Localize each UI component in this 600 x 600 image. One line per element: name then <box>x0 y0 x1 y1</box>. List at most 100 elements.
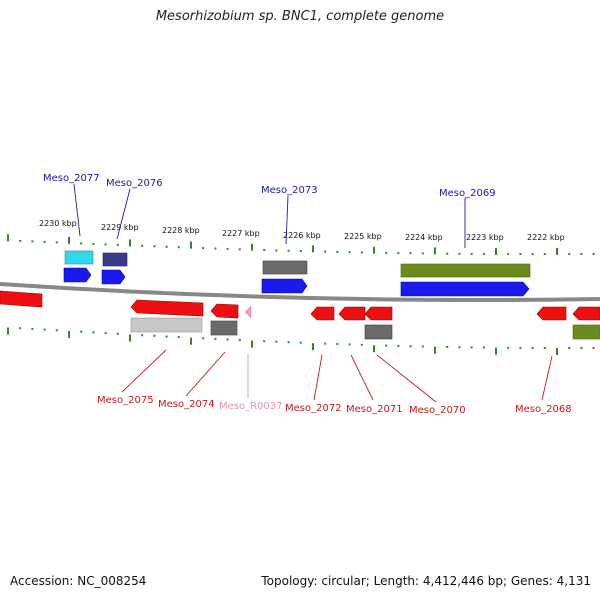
gene-label-meso-r0037[interactable]: Meso_R0037 <box>219 401 283 412</box>
top-gene-labels: Meso_2077 Meso_2076 Meso_2073 Meso_2069 <box>43 173 496 199</box>
gene-label-meso-2070[interactable]: Meso_2070 <box>409 405 466 416</box>
minor-tick <box>507 253 510 255</box>
minor-tick <box>543 253 546 255</box>
major-tick <box>7 234 9 242</box>
gene-label-meso-2076[interactable]: Meso_2076 <box>106 178 163 189</box>
minor-tick <box>263 249 266 251</box>
minor-tick <box>287 341 290 344</box>
rna-meso-r0037[interactable] <box>244 305 252 319</box>
bottom-gene-labels: Meso_2075 Meso_2074 Meso_R0037 Meso_2072… <box>97 395 572 416</box>
minor-tick <box>214 247 217 250</box>
scale-label-2226: 2226 kbp <box>283 231 321 240</box>
minor-tick <box>458 252 461 255</box>
minor-tick <box>214 337 217 340</box>
accession-text: Accession: NC_008254 <box>10 574 147 588</box>
gene-label-meso-2072[interactable]: Meso_2072 <box>285 403 342 414</box>
minor-tick <box>177 246 180 249</box>
minor-tick <box>543 347 546 349</box>
cog-box-meso-2075[interactable] <box>130 317 203 333</box>
cds-reverse-meso-2070[interactable] <box>364 306 393 321</box>
cog-box-meso-2073[interactable] <box>262 260 308 275</box>
minor-tick <box>531 346 534 349</box>
scale-label-2222: 2222 kbp <box>527 233 565 242</box>
minor-tick <box>470 346 473 349</box>
minor-tick <box>263 340 266 343</box>
major-tick <box>129 239 131 247</box>
cds-reverse-meso-2071[interactable] <box>338 306 366 321</box>
gene-label-meso-2068[interactable]: Meso_2068 <box>515 404 572 415</box>
major-tick <box>495 347 497 355</box>
minor-tick <box>360 251 363 254</box>
cds-forward-meso-2077[interactable] <box>63 267 92 283</box>
reverse-cog-track <box>130 317 600 340</box>
scale-label-2230: 2230 kbp <box>39 219 77 228</box>
major-tick <box>251 243 253 251</box>
minor-tick <box>397 252 400 255</box>
minor-tick <box>421 345 424 348</box>
cds-forward-meso-2076[interactable] <box>101 269 126 285</box>
minor-tick <box>116 243 119 246</box>
minor-tick <box>531 253 534 255</box>
cog-box-meso-2070[interactable] <box>364 324 393 340</box>
minor-tick <box>470 252 473 255</box>
scale-label-2228: 2228 kbp <box>162 226 200 235</box>
minor-tick <box>385 344 388 347</box>
scale-label-2225: 2225 kbp <box>344 232 382 241</box>
minor-tick <box>446 252 449 255</box>
cds-reverse-meso-2072[interactable] <box>310 306 335 321</box>
major-tick <box>556 248 558 255</box>
major-tick <box>556 348 558 355</box>
cds-reverse-meso-2068[interactable] <box>536 306 567 321</box>
minor-tick <box>568 253 571 255</box>
major-tick <box>312 343 314 351</box>
cds-reverse-meso-2075[interactable] <box>130 299 204 317</box>
minor-tick <box>177 336 180 339</box>
minor-tick <box>409 345 412 348</box>
minor-tick <box>482 346 485 349</box>
cds-reverse-right-edge[interactable] <box>572 306 600 321</box>
cog-box-meso-2076[interactable] <box>102 252 128 267</box>
tick-row-top <box>7 234 595 255</box>
minor-tick <box>43 240 46 243</box>
cds-forward-meso-2073[interactable] <box>261 278 308 294</box>
major-tick <box>7 327 9 335</box>
major-tick <box>495 248 497 255</box>
cds-reverse-meso-2074[interactable] <box>210 303 239 319</box>
bottom-leader-lines <box>121 349 553 403</box>
minor-tick <box>299 341 302 344</box>
gene-label-meso-2074[interactable]: Meso_2074 <box>158 399 215 410</box>
minor-tick <box>409 252 412 255</box>
gene-label-meso-2073[interactable]: Meso_2073 <box>261 185 318 196</box>
minor-tick <box>421 252 424 255</box>
gene-label-meso-2069[interactable]: Meso_2069 <box>439 188 496 199</box>
minor-tick <box>275 340 278 343</box>
minor-tick <box>19 327 22 330</box>
minor-tick <box>226 338 229 341</box>
cds-reverse-left-edge[interactable] <box>0 290 43 308</box>
minor-tick <box>31 327 34 330</box>
cog-box-meso-2074[interactable] <box>210 320 238 336</box>
major-tick <box>129 334 131 342</box>
minor-tick <box>165 245 168 248</box>
major-tick <box>373 246 375 254</box>
minor-tick <box>141 334 144 337</box>
topology-text: Topology: circular; Length: 4,412,446 bp… <box>261 574 591 588</box>
cog-box-right-edge[interactable] <box>572 324 600 340</box>
cog-box-meso-2077[interactable] <box>64 250 94 265</box>
gene-label-meso-2071[interactable]: Meso_2071 <box>346 404 403 415</box>
minor-tick <box>238 339 241 342</box>
minor-tick <box>580 253 583 255</box>
genome-backbone <box>0 282 600 302</box>
cog-box-meso-2069[interactable] <box>400 263 531 278</box>
cds-forward-meso-2069[interactable] <box>400 281 530 297</box>
gene-label-meso-2077[interactable]: Meso_2077 <box>43 173 100 184</box>
minor-tick <box>592 347 595 349</box>
minor-tick <box>80 330 83 333</box>
minor-tick <box>202 337 205 340</box>
minor-tick <box>165 335 168 338</box>
gene-label-meso-2075[interactable]: Meso_2075 <box>97 395 154 406</box>
minor-tick <box>385 251 388 254</box>
minor-tick <box>92 331 95 334</box>
minor-tick <box>287 249 290 252</box>
